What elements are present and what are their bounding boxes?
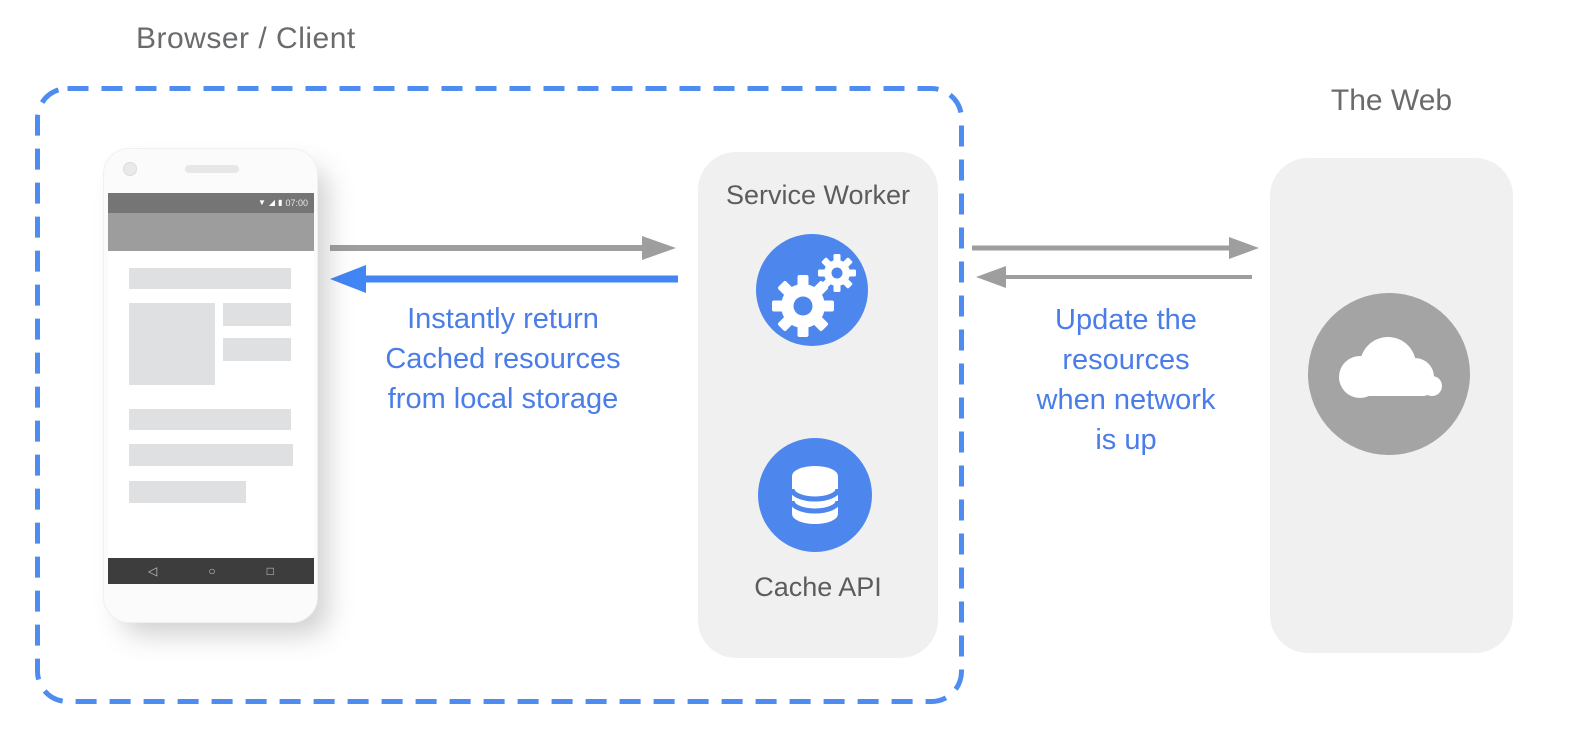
camera-dot [123,162,137,176]
recents-icon: □ [266,564,274,578]
note-line: Update the [1055,304,1197,336]
signal-icon: ◢ [268,198,276,207]
content-placeholder-bar [129,481,246,503]
speaker-grill [185,165,239,173]
cloud-icon [1339,337,1442,398]
browser-client-label: Browser / Client [136,22,356,55]
the-web-label: The Web [1330,84,1453,117]
service-worker-title: Service Worker [725,180,911,210]
web-badge [1308,293,1470,455]
content-placeholder-bar [129,409,291,430]
network-response-arrow [976,266,1252,288]
note-line: from local storage [387,383,619,415]
note-line: Instantly return [407,303,599,335]
content-placeholder-image [129,303,215,385]
request-arrow [330,236,676,260]
phone-mockup: ▼ ◢ ▮ 07:00 ◁ ○ □ [103,148,318,623]
wifi-icon: ▼ [257,198,266,207]
content-placeholder-bar [129,268,291,289]
content-placeholder-bar [223,303,291,326]
home-icon: ○ [208,564,216,578]
android-nav-bar: ◁ ○ □ [108,558,314,584]
note-line: when network [1036,384,1216,416]
service-worker-badge [756,234,868,346]
cache-api-badge [758,438,872,552]
network-request-arrow [972,237,1259,259]
gears-icon [772,254,856,337]
back-icon: ◁ [148,564,158,578]
phone-screen: ▼ ◢ ▮ 07:00 ◁ ○ □ [108,193,314,584]
note-line: Cached resources [385,343,621,375]
database-icon [789,466,841,524]
note-line: is up [1095,424,1157,456]
note-line: resources [1062,344,1190,376]
content-placeholder-bar [223,338,291,361]
the-web-panel [1270,158,1513,653]
service-worker-panel: Service Worker [698,152,938,658]
content-placeholder-bar [129,444,293,466]
network-update-note: Update the resources when network is up [1008,300,1244,460]
battery-icon: ▮ [278,198,283,207]
cached-response-note: Instantly return Cached resources from l… [368,299,638,419]
app-header-bar [108,213,314,251]
status-bar: ▼ ◢ ▮ 07:00 [108,193,314,213]
status-time: 07:00 [285,197,308,208]
cached-response-arrow [330,265,678,293]
cache-api-label: Cache API [754,572,882,602]
